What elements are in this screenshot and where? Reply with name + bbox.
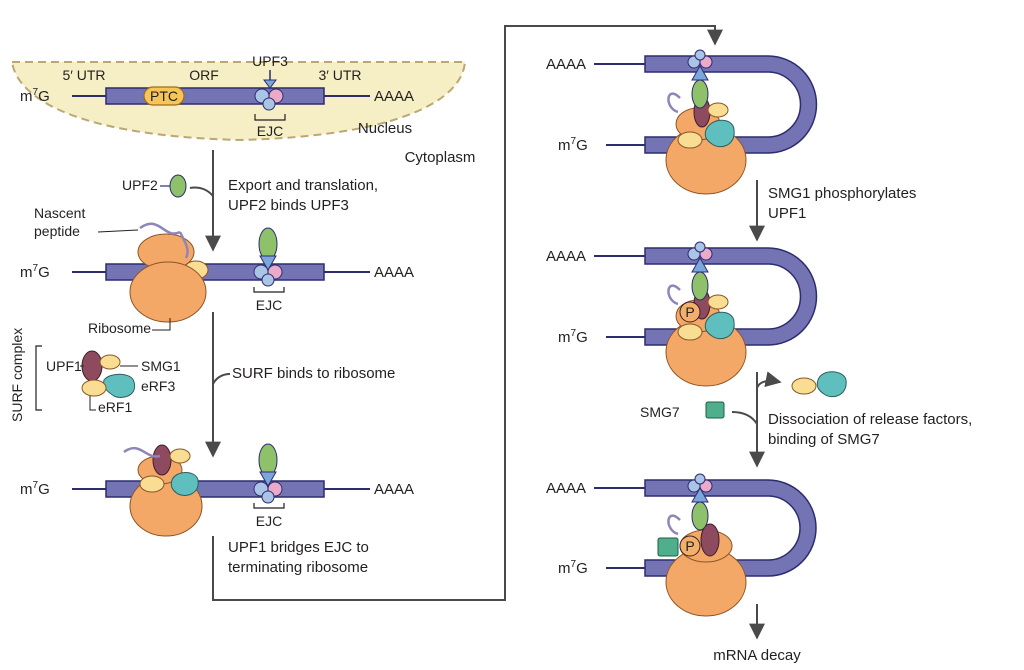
mrna-row-2: EJC — [72, 222, 370, 323]
ejc-label-3: EJC — [256, 513, 282, 529]
ribosome-large-2 — [129, 261, 207, 323]
ejc-label-2: EJC — [256, 297, 282, 313]
phospho-marker-c — [679, 535, 701, 557]
step-3-line2: terminating ribosome — [228, 559, 368, 576]
cap-label-b: m7G — [558, 328, 588, 346]
mrna-row-3: EJC — [72, 443, 370, 537]
phospho-label-b: P — [685, 304, 694, 320]
surf-complex-label: SURF complex — [9, 328, 25, 422]
upf2-label-free: UPF2 — [122, 177, 158, 193]
utr5-label: 5′ UTR — [62, 67, 105, 83]
step-1-line2: UPF2 binds UPF3 — [228, 197, 349, 214]
loop-panel-a — [594, 49, 818, 195]
cap-label-a: m7G — [558, 136, 588, 154]
connector-to-right-column — [212, 25, 723, 601]
orf-bar — [105, 87, 325, 105]
nascent-label-2: peptide — [34, 223, 80, 239]
loop-panel-c: P — [594, 473, 817, 617]
step-4-line1: SMG1 phosphorylates — [768, 185, 916, 202]
polya-label-3: AAAA — [374, 481, 414, 498]
mrna-row-1: PTC 5′ UTR ORF 3′ UTR UPF3 EJC Nucleus C… — [62, 53, 475, 166]
step-5-line2: binding of SMG7 — [768, 431, 880, 448]
step-3-line1: UPF1 bridges EJC to — [228, 539, 369, 556]
released-factors — [791, 371, 847, 398]
smg7-bound — [657, 537, 679, 557]
step-1-line1: Export and translation, — [228, 177, 378, 194]
smg7-free — [705, 401, 725, 419]
step-6: mRNA decay — [713, 647, 801, 664]
cap-label-1: m7G — [20, 87, 50, 105]
polya-label-b: AAAA — [546, 248, 586, 265]
smg7-label: SMG7 — [640, 404, 680, 420]
phospho-label-c: P — [685, 538, 694, 554]
polya-label-1: AAAA — [374, 88, 414, 105]
step-5-line1: Dissociation of release factors, — [768, 411, 972, 428]
cytoplasm-label: Cytoplasm — [405, 149, 476, 166]
polya-label-c: AAAA — [546, 480, 586, 497]
surf-complex: SURF complex UPF1 SMG1 eRF3 eRF1 — [9, 328, 181, 422]
ribosome-label: Ribosome — [88, 320, 151, 336]
nascent-label-1: Nascent — [34, 205, 85, 221]
ptc-label: PTC — [150, 88, 178, 104]
utr3-label: 3′ UTR — [318, 67, 361, 83]
polya-label-a: AAAA — [546, 56, 586, 73]
smg1-label-surf: SMG1 — [141, 358, 181, 374]
cap-label-2: m7G — [20, 263, 50, 281]
ptc-box — [143, 86, 185, 106]
cap-label-c: m7G — [558, 559, 588, 577]
nucleus-label: Nucleus — [358, 120, 412, 137]
orf-label: ORF — [189, 67, 219, 83]
loop-panel-b: P — [594, 241, 818, 387]
upf1-label-surf: UPF1 — [46, 358, 82, 374]
upf3-label: UPF3 — [252, 53, 288, 69]
polya-label-2: AAAA — [374, 264, 414, 281]
upf2-free — [169, 174, 187, 198]
phospho-marker-b — [679, 301, 701, 323]
erf1-label-surf: eRF1 — [98, 399, 132, 415]
cap-label-3: m7G — [20, 480, 50, 498]
step-4-line2: UPF1 — [768, 205, 806, 222]
ejc-label-1: EJC — [257, 123, 283, 139]
step-2: SURF binds to ribosome — [232, 365, 395, 382]
erf3-label-surf: eRF3 — [141, 378, 175, 394]
